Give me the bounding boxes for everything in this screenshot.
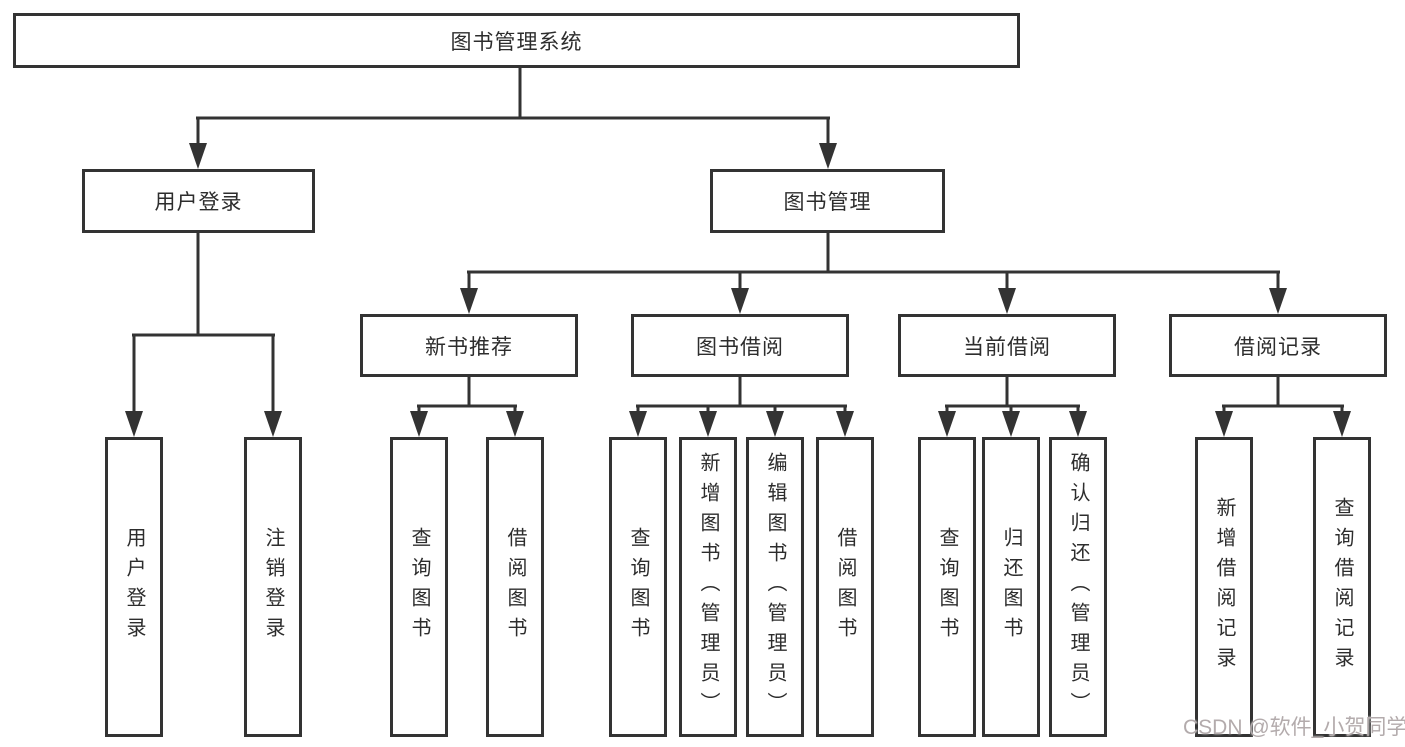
node-label: 编辑图书（管理员） (764, 452, 786, 722)
node-book-borrow: 图书借阅 (631, 314, 849, 377)
leaf-borrow-books: 借阅图书 (816, 437, 874, 737)
node-label: 用户登录 (154, 191, 243, 214)
node-book-management: 图书管理 (710, 169, 945, 233)
node-label: 新增图书（管理员） (697, 452, 719, 722)
leaf-confirm-return-admin: 确认归还（管理员） (1049, 437, 1107, 737)
node-library-management-system: 图书管理系统 (13, 13, 1020, 68)
node-user-login: 用户登录 (82, 169, 315, 233)
node-label: 归还图书 (1000, 527, 1022, 647)
node-label: 图书管理 (783, 191, 872, 214)
node-label: 用户登录 (123, 527, 145, 647)
leaf-query-borrow-record: 查询借阅记录 (1313, 437, 1371, 737)
node-label: 查询图书 (936, 527, 958, 647)
node-label: 新增借阅记录 (1213, 497, 1235, 677)
leaf-query-books-current: 查询图书 (918, 437, 976, 737)
node-label: 确认归还（管理员） (1067, 452, 1089, 722)
connector-root-to-level2 (189, 68, 837, 169)
csdn-watermark: CSDN @软件_小贺同学 (1183, 716, 1405, 739)
leaf-logout: 注销登录 (244, 437, 302, 737)
leaf-return-books: 归还图书 (982, 437, 1040, 737)
node-label: 查询借阅记录 (1331, 497, 1353, 677)
connector-new-book-to-leaves (410, 377, 524, 437)
leaf-user-login: 用户登录 (105, 437, 163, 737)
node-label: 注销登录 (262, 527, 284, 647)
connector-book-borrow-to-leaves (629, 377, 854, 437)
connector-current-borrow-to-leaves (938, 377, 1087, 437)
node-label: 查询图书 (627, 527, 649, 647)
node-label: 借阅记录 (1234, 335, 1322, 359)
leaf-borrow-books-recommend: 借阅图书 (486, 437, 544, 737)
leaf-query-books-borrow: 查询图书 (609, 437, 667, 737)
connector-borrow-records-to-leaves (1215, 377, 1351, 437)
leaf-add-borrow-record: 新增借阅记录 (1195, 437, 1253, 737)
node-label: 图书管理系统 (450, 30, 583, 54)
node-label: 借阅图书 (504, 527, 526, 647)
connector-user-login-to-leaves (125, 233, 282, 437)
leaf-add-books-admin: 新增图书（管理员） (679, 437, 737, 737)
node-label: 图书借阅 (696, 335, 784, 359)
node-new-book-recommend: 新书推荐 (360, 314, 578, 377)
node-label: 借阅图书 (834, 527, 856, 647)
node-current-borrow: 当前借阅 (898, 314, 1116, 377)
node-label: 新书推荐 (425, 335, 513, 359)
node-label: 查询图书 (408, 527, 430, 647)
node-label: 当前借阅 (963, 335, 1051, 359)
leaf-query-books-recommend: 查询图书 (390, 437, 448, 737)
node-borrow-records: 借阅记录 (1169, 314, 1387, 377)
leaf-edit-books-admin: 编辑图书（管理员） (746, 437, 804, 737)
connector-book-management-to-level3 (460, 233, 1287, 314)
